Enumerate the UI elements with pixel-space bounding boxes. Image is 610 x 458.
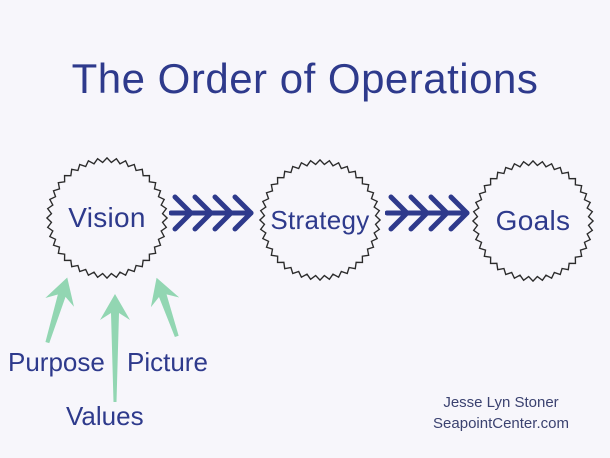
node-label-goals: Goals (495, 205, 571, 236)
values-label: Values (66, 401, 144, 431)
chevron-flow-arrow-icon (385, 194, 470, 232)
picture-up-arrow-icon (150, 277, 180, 338)
zigzag-circle-icon (258, 158, 382, 282)
zigzag-circle-icon (45, 156, 169, 280)
node-goals: Goals (470, 158, 596, 284)
chevron-flow-arrow-icon (169, 194, 254, 232)
attribution-website: SeapointCenter.com (433, 415, 569, 432)
node-label-strategy: Strategy (270, 204, 370, 235)
attribution: Jesse Lyn Stoner SeapointCenter.com (391, 392, 610, 434)
zigzag-circle-icon (471, 159, 595, 283)
node-vision: Vision (44, 155, 170, 281)
purpose-up-arrow-icon (45, 277, 74, 344)
node-label-vision: Vision (68, 202, 146, 233)
values-up-arrow-icon (100, 294, 130, 402)
attribution-author: Jesse Lyn Stoner (443, 394, 559, 411)
purpose-label: Purpose (8, 347, 105, 377)
picture-label: Picture (127, 347, 208, 377)
page-title: The Order of Operations (71, 55, 539, 102)
node-strategy: Strategy (257, 157, 383, 283)
